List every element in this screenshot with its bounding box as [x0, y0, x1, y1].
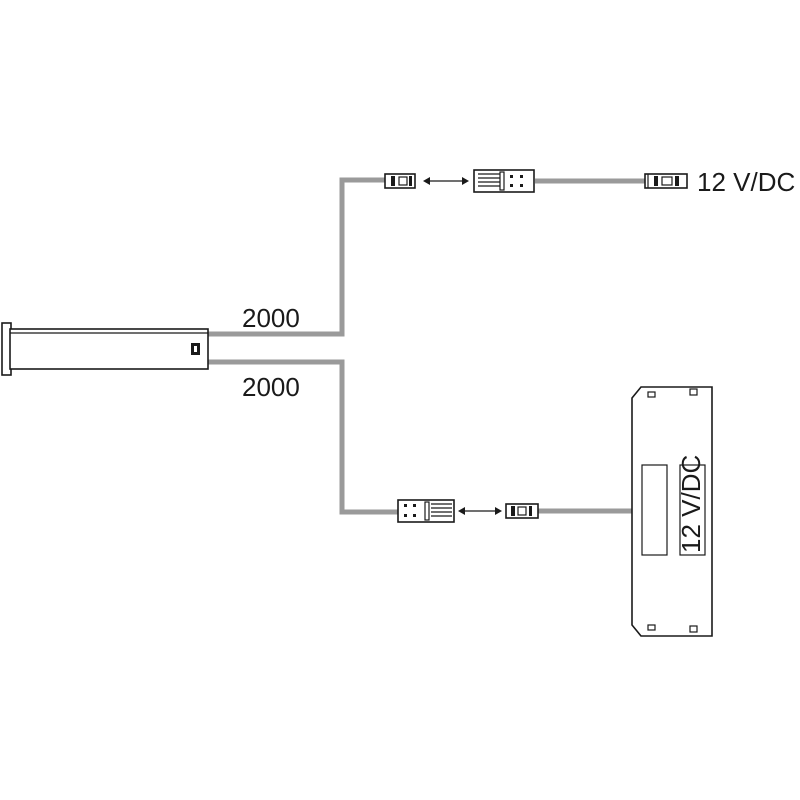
- power-supply-driver: [631, 386, 713, 637]
- upper-socket-connector: [473, 169, 535, 193]
- upper-cable: [208, 177, 385, 337]
- driver-voltage-panel: [679, 464, 706, 556]
- upper-connect-arrow: [423, 177, 469, 185]
- lower-cable: [208, 359, 398, 515]
- lower-small-plug: [505, 503, 539, 519]
- upper-voltage-label: 12 V/DC: [697, 167, 795, 197]
- lower-cable-length: 2000: [242, 372, 300, 402]
- driver-label-slot: [641, 464, 668, 556]
- sensor-housing: [1, 322, 209, 376]
- driver-voltage-label: 12 V/DC: [676, 455, 706, 553]
- upper-small-plug: [384, 173, 416, 189]
- lower-socket-connector: [397, 499, 455, 523]
- upper-cable-length: 2000: [242, 303, 300, 333]
- upper-end-plug: [644, 173, 688, 189]
- lower-connect-arrow: [458, 507, 502, 515]
